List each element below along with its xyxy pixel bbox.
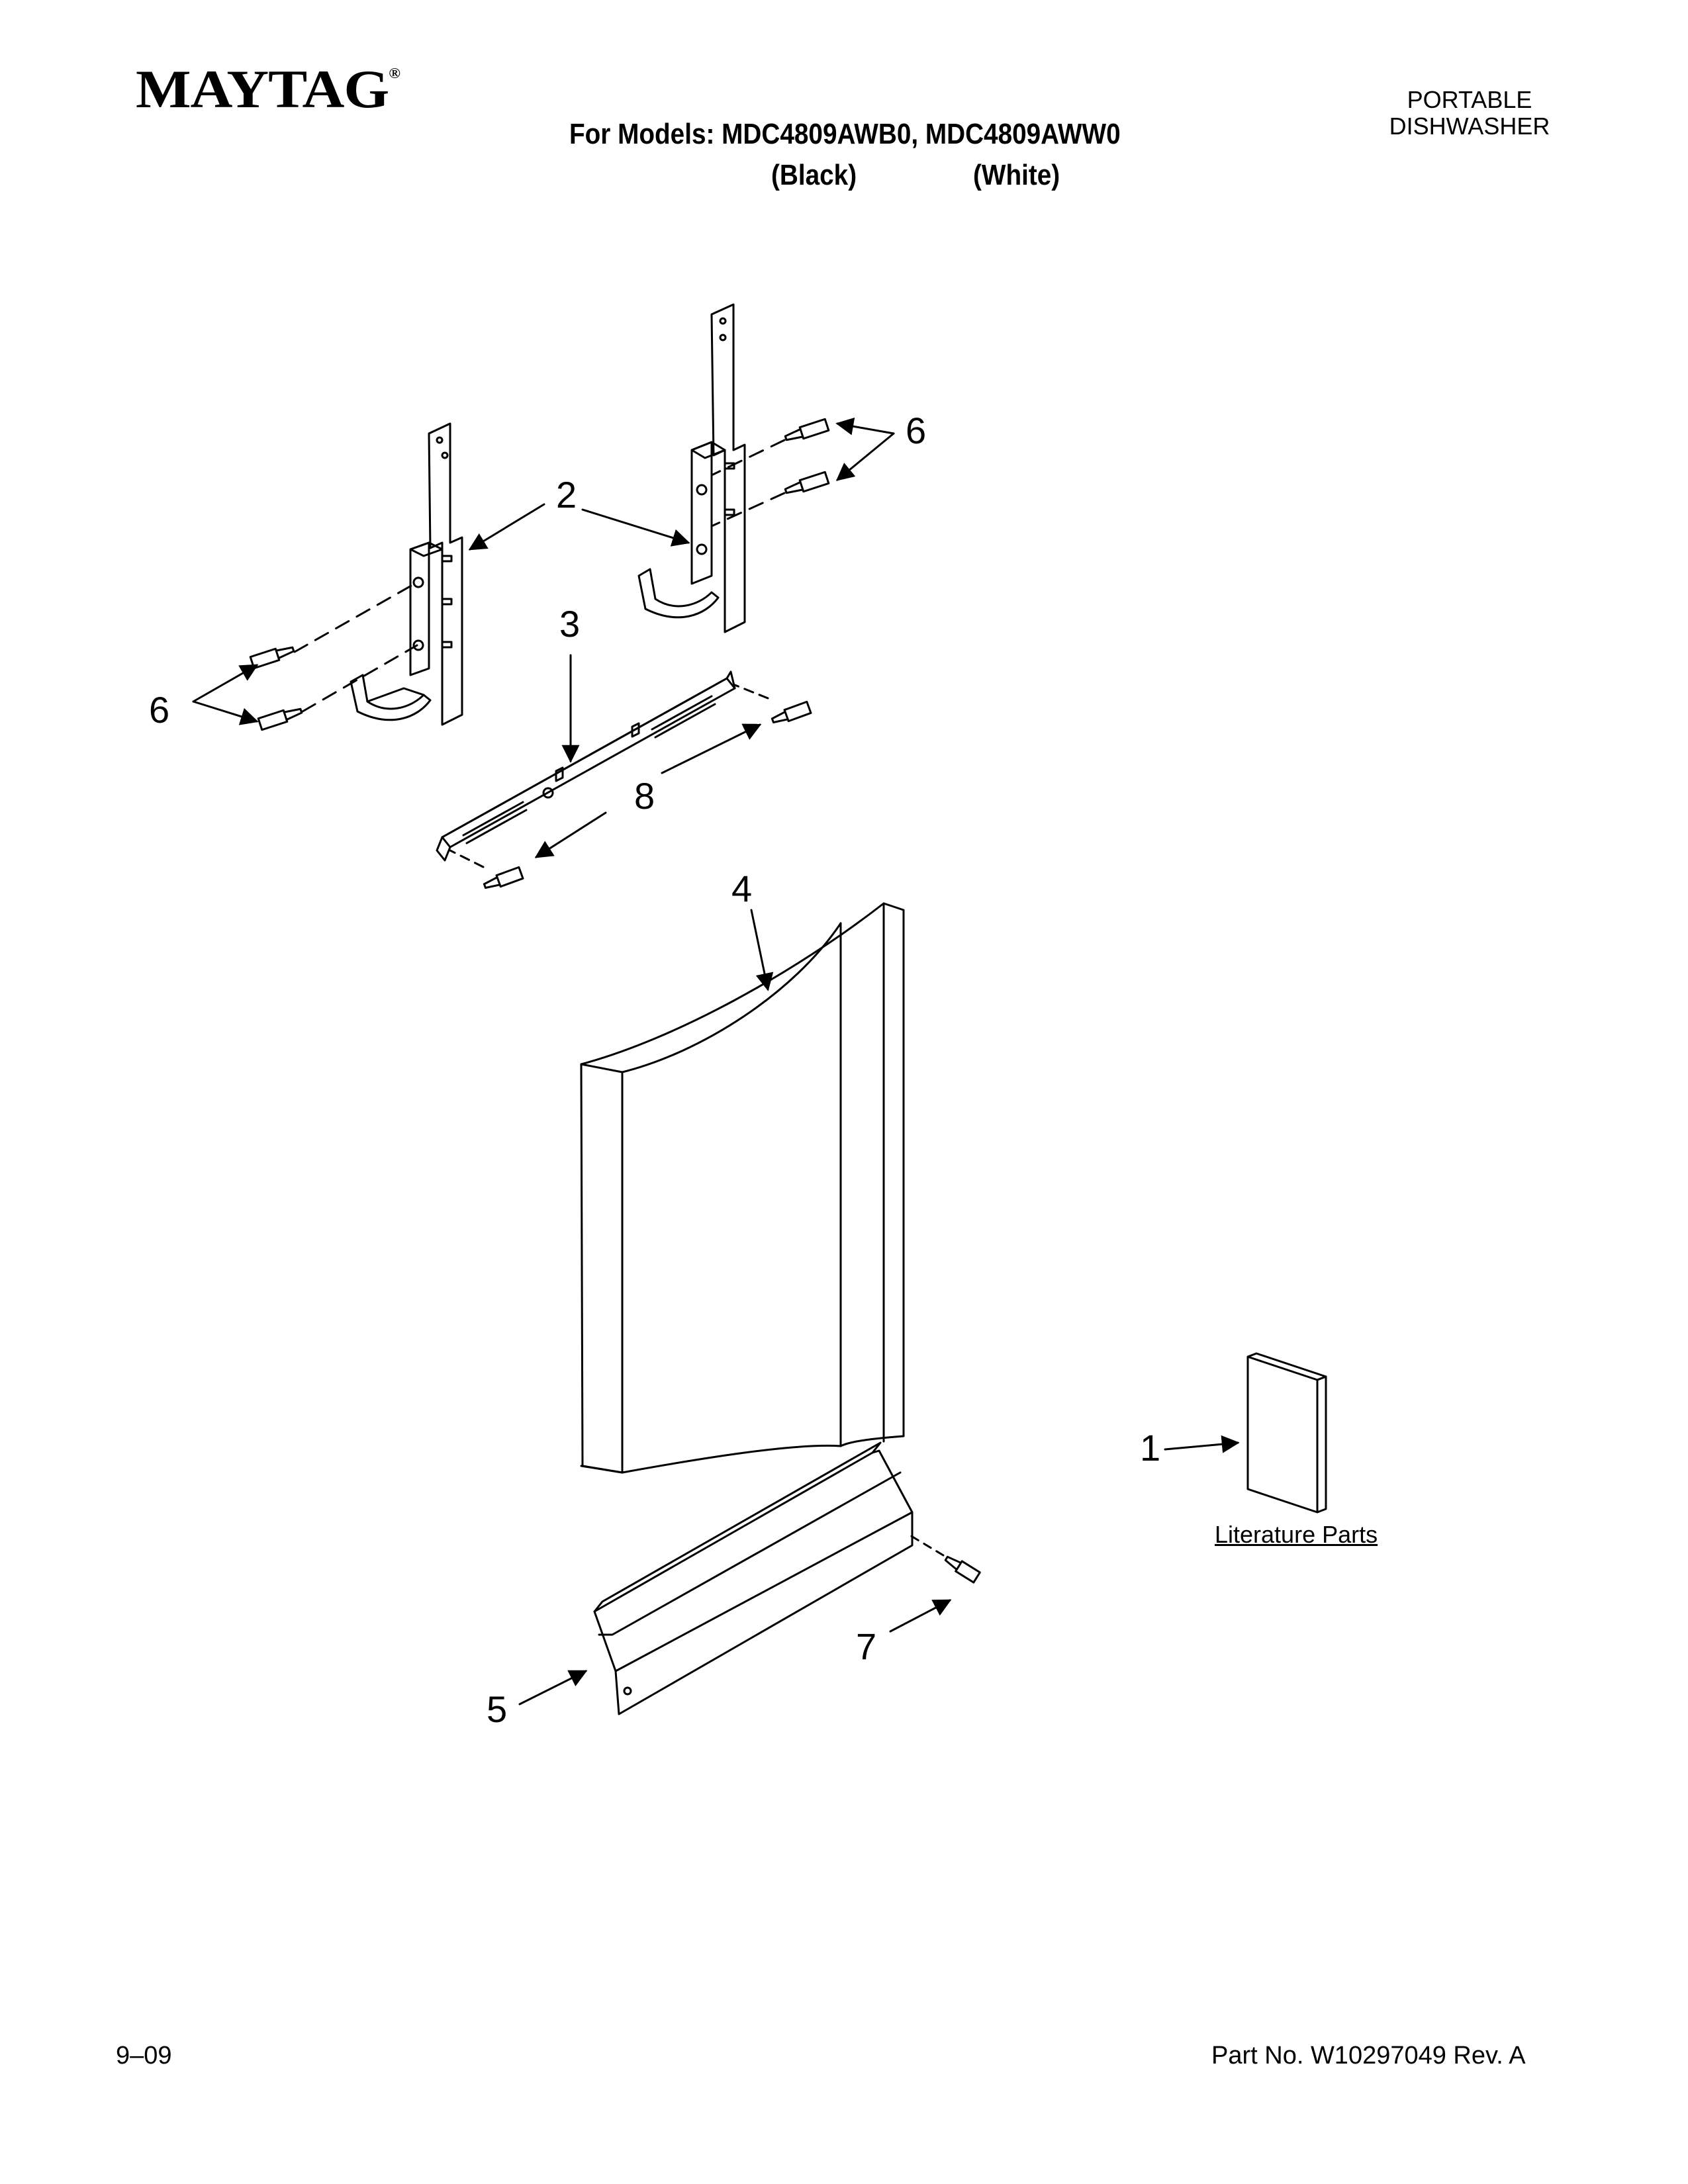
color-white-label: (White) <box>973 159 1060 191</box>
callout-4: 4 <box>731 868 753 909</box>
part-number: Part No. W10297049 Rev. A <box>1211 2042 1526 2070</box>
product-type-line2: DISHWASHER <box>1389 113 1550 140</box>
toe-kick-screw <box>909 1534 981 1584</box>
callout-5: 5 <box>487 1688 508 1730</box>
right-hinge-bracket <box>637 303 746 633</box>
color-black-label: (Black) <box>771 159 857 191</box>
callout-1: 1 <box>1140 1427 1161 1469</box>
hinge-screws <box>249 418 830 731</box>
callout-8: 8 <box>634 775 655 817</box>
mounting-rail <box>436 670 736 862</box>
literature-parts-label: Literature Parts <box>1215 1521 1378 1548</box>
callout-6-lower: 6 <box>149 689 170 731</box>
callout-6-upper: 6 <box>906 410 927 451</box>
print-date: 9–09 <box>116 2042 172 2070</box>
toe-kick-panel <box>593 1441 914 1715</box>
callout-7: 7 <box>856 1625 877 1667</box>
callout-3: 3 <box>559 603 581 645</box>
callout-2: 2 <box>556 474 577 516</box>
models-title: For Models: MDC4809AWB0, MDC4809AWW0 <box>569 118 1121 150</box>
rail-screws <box>449 684 812 889</box>
leader-arrows <box>192 417 1240 1706</box>
literature-booklet <box>1246 1352 1327 1514</box>
left-hinge-bracket <box>350 422 463 726</box>
brand-logo: MAYTAG® <box>136 59 400 119</box>
product-type-line1: PORTABLE <box>1407 86 1532 113</box>
hinge-alignment-lines <box>293 439 786 713</box>
door-panel <box>580 902 905 1474</box>
